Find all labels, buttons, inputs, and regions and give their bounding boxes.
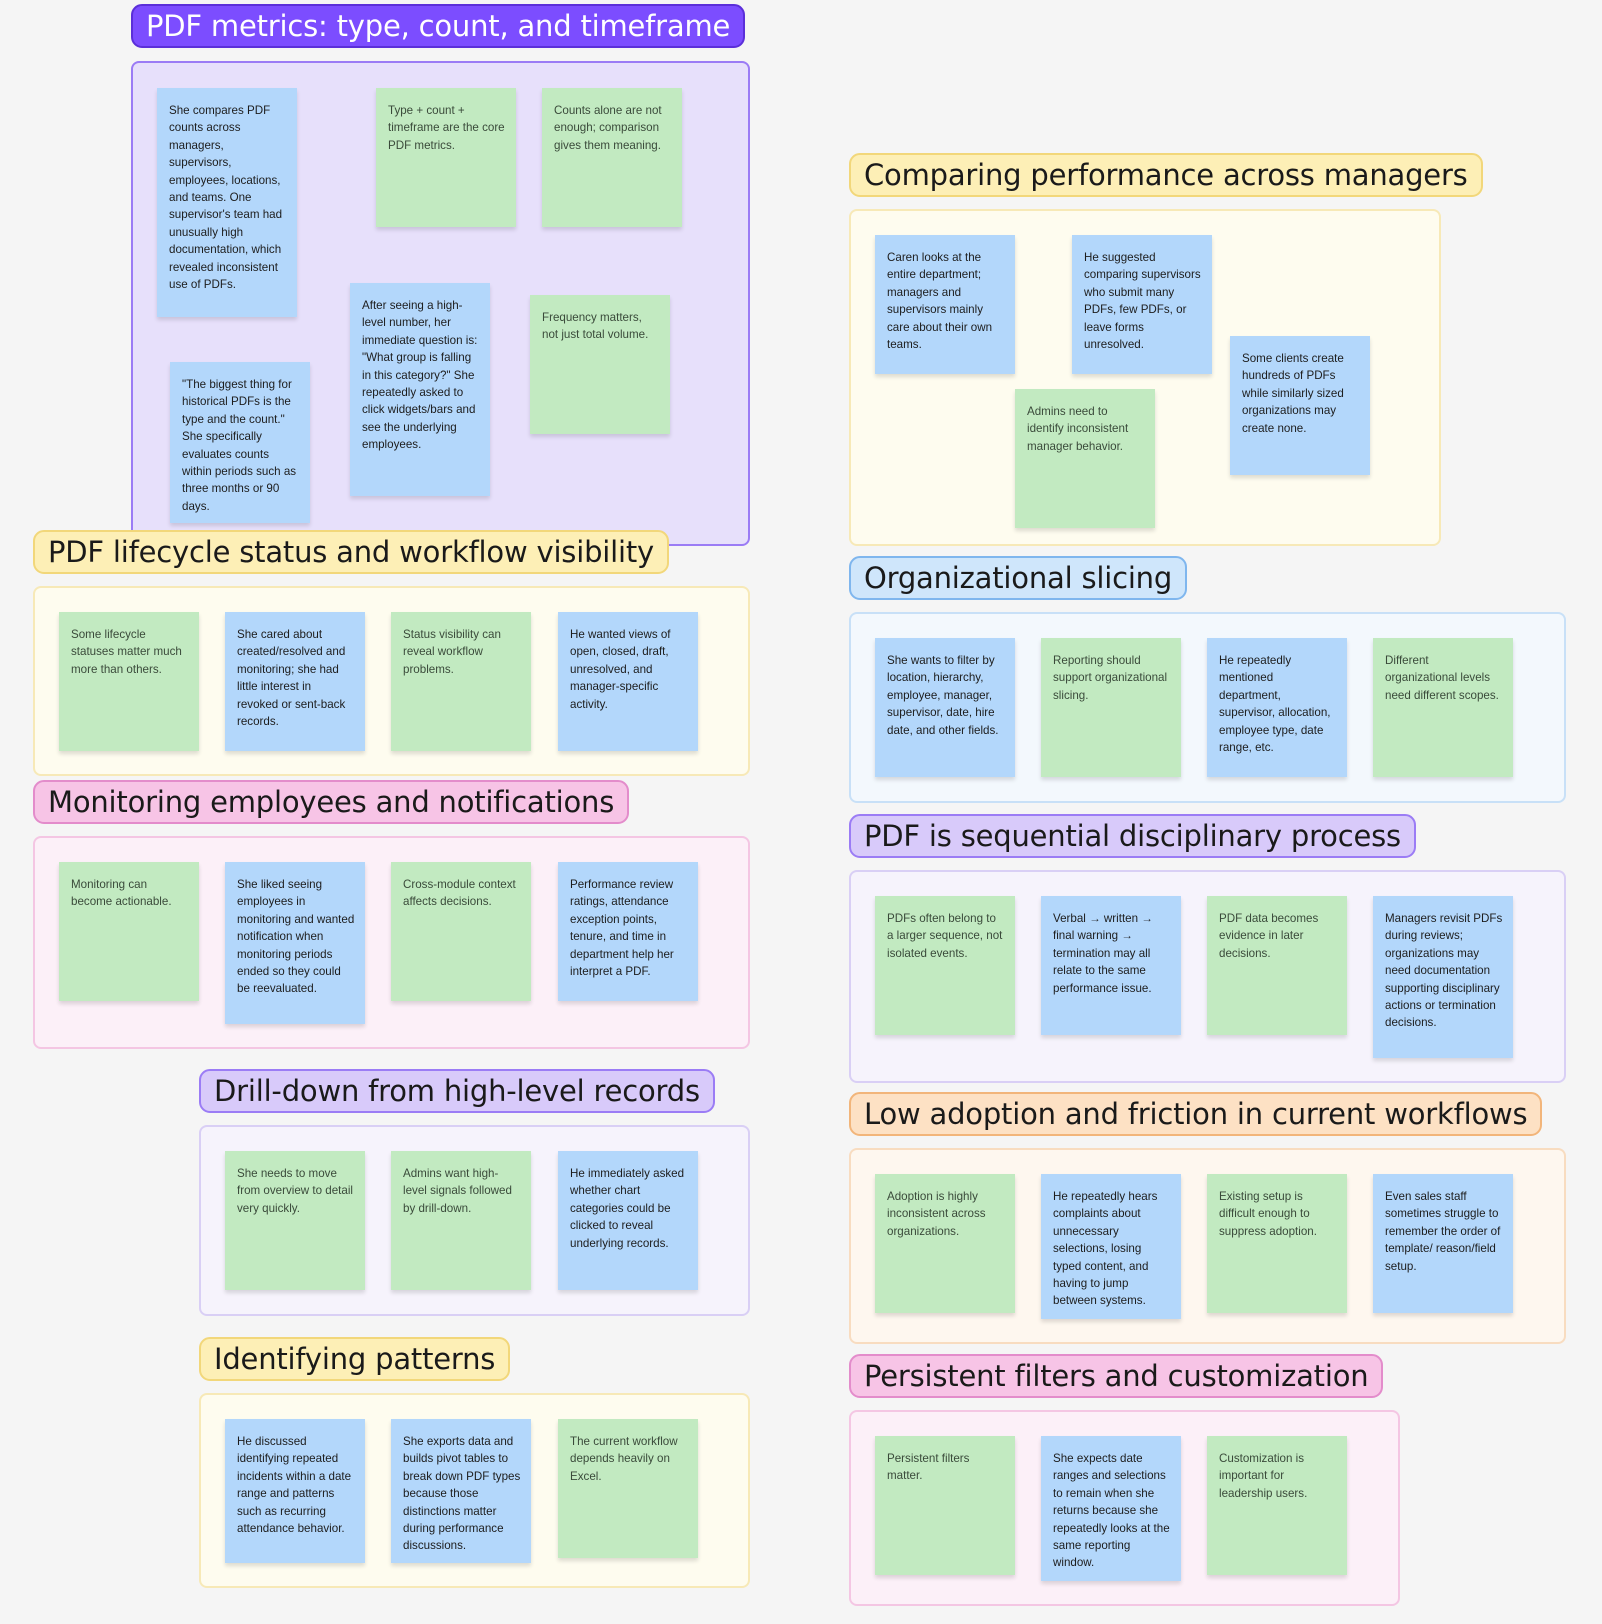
sticky-note[interactable]: Type + count + timeframe are the core PD… [376,88,516,227]
cluster-title-lifecycle[interactable]: PDF lifecycle status and workflow visibi… [33,530,669,574]
sticky-note[interactable]: Managers revisit PDFs during reviews; or… [1373,896,1513,1058]
sticky-note[interactable]: She wants to filter by location, hierarc… [875,638,1015,777]
sticky-note[interactable]: The current workflow depends heavily on … [558,1419,698,1558]
cluster-title-slicing[interactable]: Organizational slicing [849,556,1188,600]
sticky-note[interactable]: Performance review ratings, attendance e… [558,862,698,1001]
sticky-note[interactable]: He immediately asked whether chart categ… [558,1151,698,1290]
sticky-note[interactable]: He discussed identifying repeated incide… [225,1419,365,1563]
cluster-title-monitoring[interactable]: Monitoring employees and notifications [33,780,630,824]
sticky-note[interactable]: Admins want high-level signals followed … [391,1151,531,1290]
sticky-note[interactable]: He suggested comparing supervisors who s… [1072,235,1212,374]
sticky-note[interactable]: Caren looks at the entire department; ma… [875,235,1015,374]
sticky-note[interactable]: Counts alone are not enough; comparison … [542,88,682,227]
sticky-note[interactable]: He wanted views of open, closed, draft, … [558,612,698,751]
sticky-note[interactable]: Persistent filters matter. [875,1436,1015,1575]
sticky-note[interactable]: Adoption is highly inconsistent across o… [875,1174,1015,1313]
sticky-note[interactable]: She cared about created/resolved and mon… [225,612,365,751]
sticky-note[interactable]: Status visibility can reveal workflow pr… [391,612,531,751]
sticky-note[interactable]: Some clients create hundreds of PDFs whi… [1230,336,1370,475]
cluster-title-sequential[interactable]: PDF is sequential disciplinary process [849,814,1416,858]
sticky-note[interactable]: "The biggest thing for historical PDFs i… [170,362,310,523]
sticky-note[interactable]: He repeatedly mentioned department, supe… [1207,638,1347,777]
sticky-note[interactable]: She expects date ranges and selections t… [1041,1436,1181,1581]
sticky-note[interactable]: She exports data and builds pivot tables… [391,1419,531,1563]
sticky-note[interactable]: She compares PDF counts across managers,… [157,88,297,317]
cluster-title-patterns[interactable]: Identifying patterns [199,1337,511,1381]
sticky-note[interactable]: PDF data becomes evidence in later decis… [1207,896,1347,1035]
sticky-note[interactable]: Cross-module context affects decisions. [391,862,531,1001]
cluster-title-filters[interactable]: Persistent filters and customization [849,1354,1384,1398]
sticky-note[interactable]: She liked seeing employees in monitoring… [225,862,365,1024]
sticky-note[interactable]: Reporting should support organizational … [1041,638,1181,777]
cluster-title-pdf-metrics[interactable]: PDF metrics: type, count, and timeframe [131,4,746,48]
cluster-title-managers[interactable]: Comparing performance across managers [849,153,1483,197]
sticky-note[interactable]: Different organizational levels need dif… [1373,638,1513,777]
sticky-note[interactable]: PDFs often belong to a larger sequence, … [875,896,1015,1035]
cluster-title-drilldown[interactable]: Drill-down from high-level records [199,1069,715,1113]
sticky-note[interactable]: Frequency matters, not just total volume… [530,295,670,434]
sticky-note[interactable]: Some lifecycle statuses matter much more… [59,612,199,751]
sticky-note[interactable]: She needs to move from overview to detai… [225,1151,365,1290]
sticky-note[interactable]: Even sales staff sometimes struggle to r… [1373,1174,1513,1313]
sticky-note[interactable]: Customization is important for leadershi… [1207,1436,1347,1575]
sticky-note[interactable]: He repeatedly hears complaints about unn… [1041,1174,1181,1319]
sticky-note[interactable]: Monitoring can become actionable. [59,862,199,1001]
sticky-note[interactable]: After seeing a high-level number, her im… [350,283,490,496]
sticky-note[interactable]: Admins need to identify inconsistent man… [1015,389,1155,528]
sticky-note[interactable]: Verbal → written → final warning → termi… [1041,896,1181,1035]
cluster-title-adoption[interactable]: Low adoption and friction in current wor… [849,1092,1543,1136]
sticky-note[interactable]: Existing setup is difficult enough to su… [1207,1174,1347,1313]
